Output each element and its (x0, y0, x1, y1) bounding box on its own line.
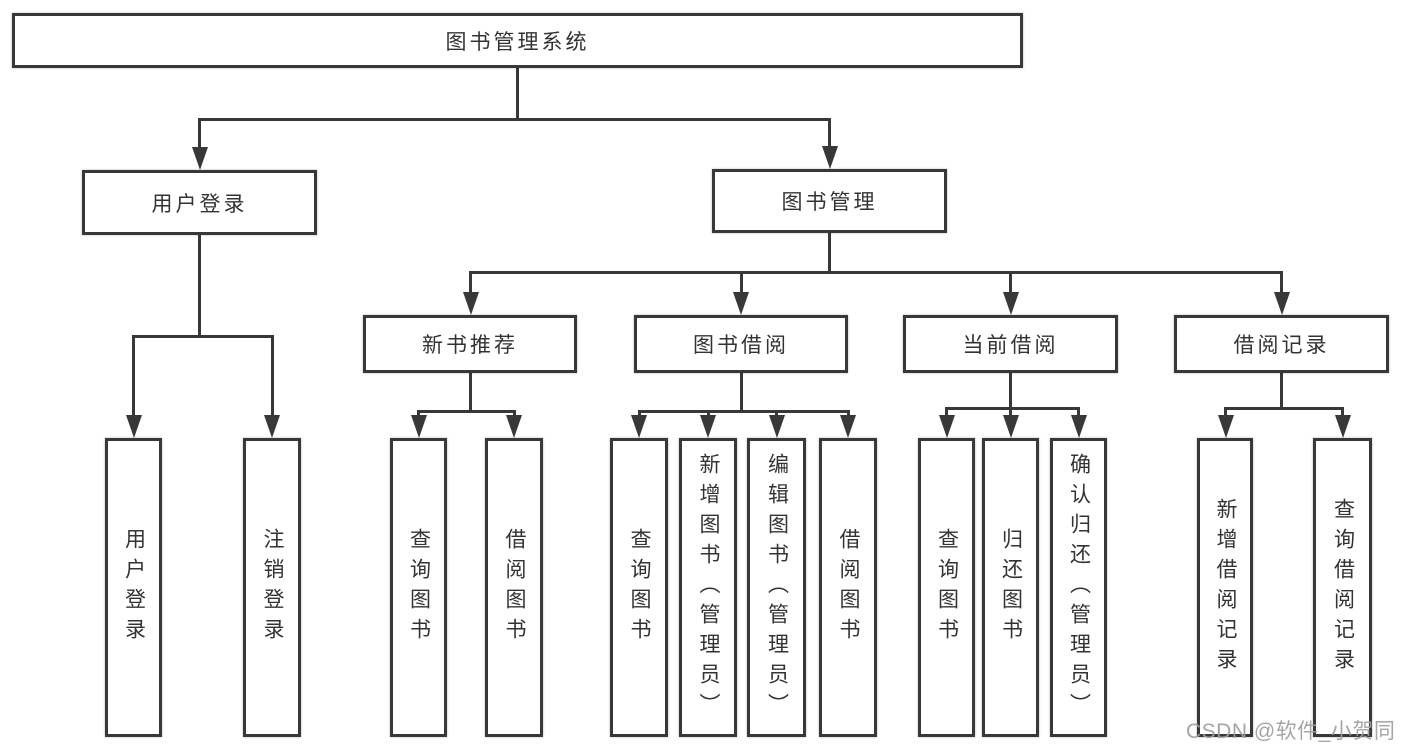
node-root-label: 图书管理系统 (445, 30, 590, 54)
connector-line (516, 68, 519, 118)
leaf-user-login: 用户登录 (105, 438, 162, 737)
arrow-down (191, 147, 208, 170)
node-book-management: 图书管理 (712, 169, 947, 233)
leaf-current-return-books: 归还图书 (982, 438, 1039, 737)
connector-line (1077, 407, 1080, 417)
leaf-label: 归还图书 (999, 527, 1023, 648)
connector-line (132, 335, 273, 338)
connector-line (1009, 407, 1012, 417)
node-book-borrow: 图书借阅 (634, 315, 848, 373)
connector-line (1341, 407, 1344, 417)
node-new-book-recommend: 新书推荐 (363, 315, 577, 373)
connector-line (1224, 407, 1227, 417)
leaf-current-confirm-return-admin: 确认归还（管理员） (1050, 438, 1107, 737)
connector-line (1009, 373, 1012, 410)
connector-line (828, 233, 831, 274)
arrow-down (264, 415, 280, 438)
leaf-current-query-books: 查询图书 (918, 438, 975, 737)
connector-line (828, 118, 831, 147)
arrow-down (410, 415, 427, 438)
leaf-label: 新增图书（管理员） (697, 452, 721, 723)
connector-line (775, 410, 778, 417)
arrow-down (840, 415, 856, 438)
arrow-down (733, 292, 749, 315)
connector-line (198, 235, 201, 338)
arrow-down (506, 415, 522, 438)
node-user-login-label: 用户登录 (151, 192, 248, 216)
leaf-label: 编辑图书（管理员） (765, 452, 789, 723)
node-user-login: 用户登录 (82, 170, 317, 235)
leaf-label: 借阅图书 (837, 527, 861, 648)
connector-line (469, 271, 1283, 274)
arrow-down (631, 415, 647, 438)
csdn-watermark: CSDN @软件_小贺同学 (1186, 720, 1396, 743)
node-root: 图书管理系统 (12, 13, 1023, 68)
connector-line (739, 271, 743, 294)
arrow-down (768, 415, 785, 438)
leaf-label: 查询图书 (407, 527, 431, 648)
connector-line (512, 410, 516, 417)
leaf-borrow-edit-books-admin: 编辑图书（管理员） (747, 438, 806, 737)
connector-line (1280, 373, 1283, 410)
leaf-label: 用户登录 (122, 527, 146, 648)
leaf-label: 查询图书 (628, 527, 652, 648)
arrow-down (462, 292, 479, 315)
connector-line (945, 407, 948, 417)
leaf-borrow-borrow-books: 借阅图书 (819, 438, 877, 737)
leaf-records-query-record: 查询借阅记录 (1313, 438, 1372, 737)
node-book-borrow-label: 图书借阅 (693, 334, 789, 357)
connector-line (469, 271, 472, 294)
node-new-book-recommend-label: 新书推荐 (422, 334, 518, 357)
connector-line (270, 335, 274, 417)
leaf-borrow-add-books-admin: 新增图书（管理员） (679, 438, 737, 737)
leaf-newbook-query-books: 查询图书 (390, 438, 447, 737)
arrow-down (1002, 292, 1019, 315)
arrow-down (938, 415, 955, 438)
connector-line (1009, 271, 1012, 294)
leaf-label: 确认归还（管理员） (1067, 452, 1091, 723)
arrow-down (1273, 292, 1290, 315)
arrow-down (1002, 415, 1019, 438)
arrow-down (1070, 415, 1087, 438)
connector-line (945, 407, 1080, 410)
node-current-borrow-label: 当前借阅 (962, 334, 1059, 357)
leaf-newbook-borrow-books: 借阅图书 (485, 438, 543, 737)
leaf-label: 借阅图书 (503, 527, 527, 648)
connector-line (198, 118, 831, 121)
leaf-label: 新增借阅记录 (1214, 497, 1238, 678)
connector-line (417, 410, 516, 413)
leaf-borrow-query-books: 查询图书 (610, 438, 668, 737)
arrow-down (821, 146, 838, 169)
connector-line (132, 335, 135, 417)
connector-line (1224, 407, 1344, 410)
connector-line (417, 410, 420, 417)
arrow-down (1217, 415, 1234, 438)
leaf-label: 查询图书 (935, 527, 959, 648)
connector-line (706, 410, 710, 417)
arrow-down (1334, 415, 1351, 438)
connector-line (1280, 271, 1283, 294)
connector-line (468, 373, 472, 413)
connector-line (637, 410, 641, 417)
leaf-records-add-record: 新增借阅记录 (1197, 438, 1253, 737)
leaf-label: 注销登录 (261, 527, 285, 648)
connector-line (739, 373, 743, 413)
node-borrow-records-label: 借阅记录 (1233, 334, 1330, 357)
node-borrow-records: 借阅记录 (1174, 315, 1389, 373)
node-current-borrow: 当前借阅 (903, 315, 1118, 373)
connector-line (846, 410, 850, 417)
leaf-label: 查询借阅记录 (1331, 497, 1355, 678)
connector-line (637, 410, 849, 413)
node-book-management-label: 图书管理 (781, 191, 878, 214)
connector-line (198, 118, 201, 148)
leaf-logout: 注销登录 (243, 438, 301, 737)
arrow-down (125, 415, 142, 438)
arrow-down (700, 415, 716, 438)
